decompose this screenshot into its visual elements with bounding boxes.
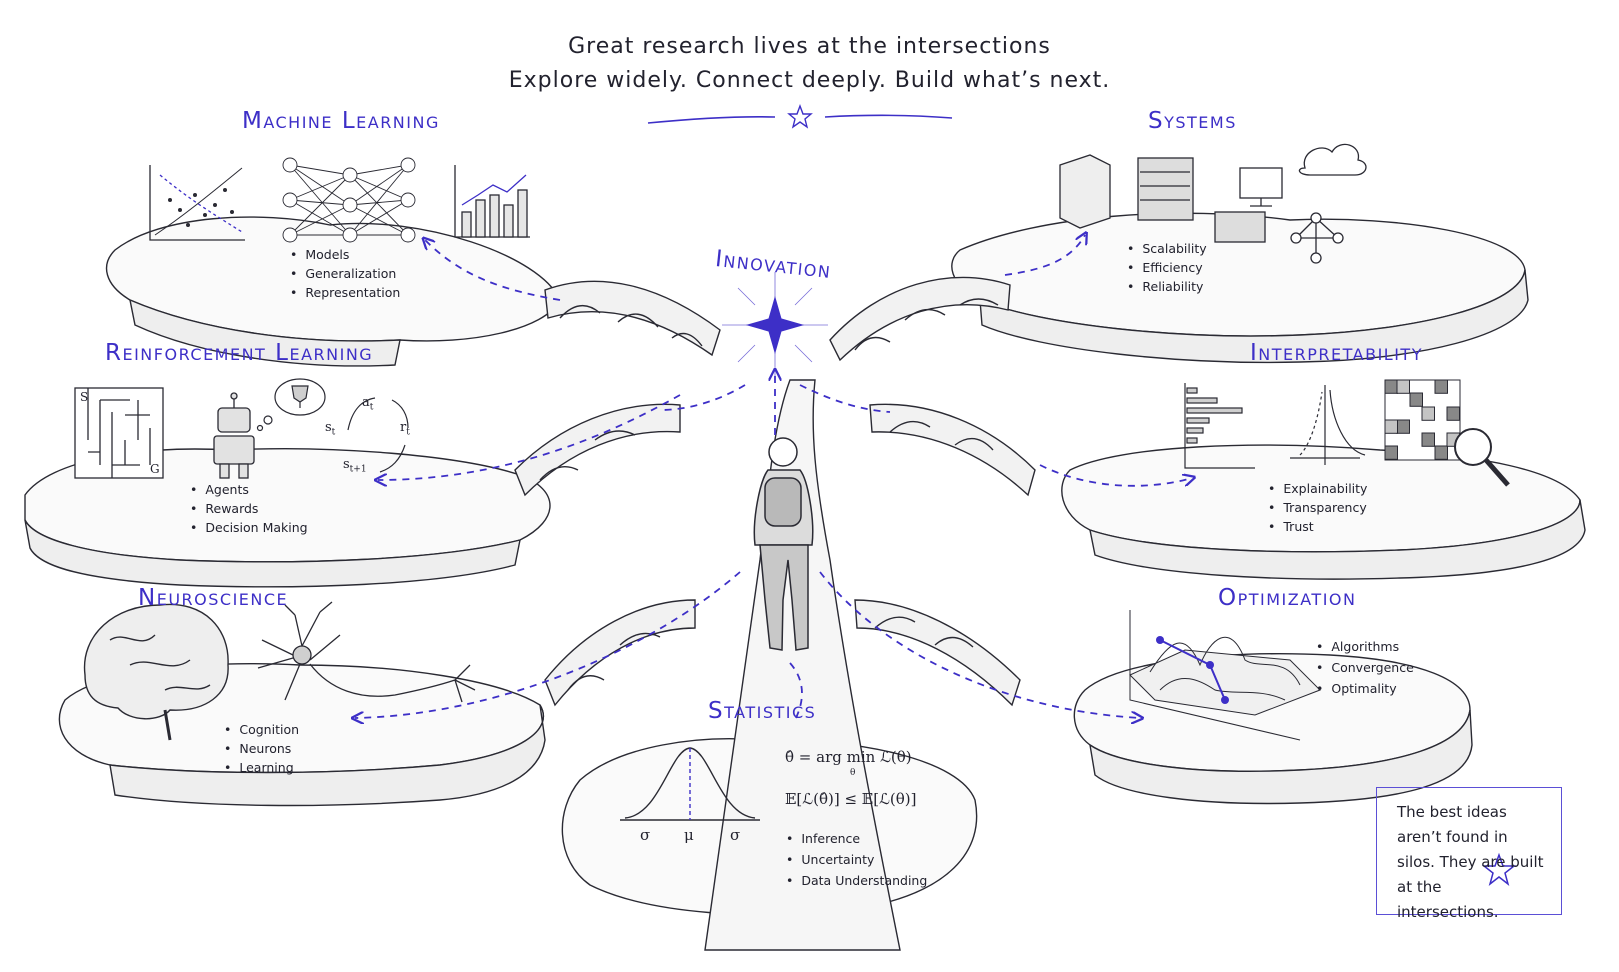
bullet-item: Learning [224,758,299,777]
bullet-item: Explainability [1268,479,1367,498]
heading-machine-learning: Machine Learning [242,108,440,134]
bullets-systems: Scalability Efficiency Reliability [1127,239,1207,296]
bullet-item: Transparency [1268,498,1367,517]
bullet-item: Agents [190,480,308,499]
bullet-item: Data Understanding [786,870,927,891]
bridge-middle-left [515,404,680,495]
axis-sigma-right: σ [730,826,740,844]
bullet-item: Models [290,245,400,264]
header-line-1: Great research lives at the intersection… [0,34,1619,59]
bar-chart-icon [455,165,530,237]
bridge-lower-left [545,600,695,705]
bullet-item: Trust [1268,517,1367,536]
heading-optimization: Optimization [1218,585,1357,611]
bullet-item: Scalability [1127,239,1207,258]
next-state-label: st+1 [343,457,367,475]
bullet-item: Cognition [224,720,299,739]
trophy-thought-icon [258,379,326,431]
bullets-neuroscience: Cognition Neurons Learning [224,720,299,777]
bullets-optimization: Algorithms Convergence Optimality [1316,636,1414,699]
bullet-item: Efficiency [1127,258,1207,277]
heatmap-icon [1385,380,1460,460]
state-label: st [325,420,335,438]
bullet-item: Generalization [290,264,400,283]
heading-interpretability: Interpretability [1250,340,1423,366]
formula-expectation: 𝔼[ℒ(θ̂)] ≤ 𝔼[ℒ(θ)] [785,790,916,808]
header-flourish-left [648,117,775,123]
bullet-item: Neurons [224,739,299,758]
maze-goal-label: G [150,462,160,476]
heading-reinforcement-learning: Reinforcement Learning [105,340,373,366]
heading-statistics: Statistics [708,698,816,724]
bullet-item: Convergence [1316,657,1414,678]
innovation-star-icon [722,272,828,378]
header-line-2: Explore widely. Connect deeply. Build wh… [0,68,1619,93]
bullets-interpretability: Explainability Transparency Trust [1268,479,1367,536]
bullet-item: Representation [290,283,400,302]
quote-text: The best ideas aren’t found in silos. Th… [1397,800,1547,925]
bridge-upper-left [545,281,720,355]
bullet-item: Decision Making [190,518,308,537]
heading-neuroscience: Neuroscience [138,585,288,611]
header-flourish-right [825,115,952,118]
action-label: at [362,395,373,413]
bullet-item: Reliability [1127,277,1207,296]
bullet-item: Uncertainty [786,849,927,870]
cloud-icon [1299,144,1366,175]
heading-systems: Systems [1148,108,1237,134]
bullet-item: Optimality [1316,678,1414,699]
axis-sigma-left: σ [640,826,650,844]
bullet-item: Inference [786,828,927,849]
bullets-machine-learning: Models Generalization Representation [290,245,400,302]
formula-argmin: θ̂ = arg min ℒ(θ) [785,748,912,766]
bridge-middle-right [870,404,1035,495]
bullet-item: Algorithms [1316,636,1414,657]
axis-mu: μ [684,826,694,844]
bullets-reinforcement-learning: Agents Rewards Decision Making [190,480,308,537]
formula-argmin-subscript: θ [850,768,855,778]
bullets-statistics: Inference Uncertainty Data Understanding [786,828,927,891]
header-star-icon [789,106,811,127]
bullet-item: Rewards [190,499,308,518]
reward-label: rt [400,420,410,438]
maze-start-label: S [80,390,88,404]
